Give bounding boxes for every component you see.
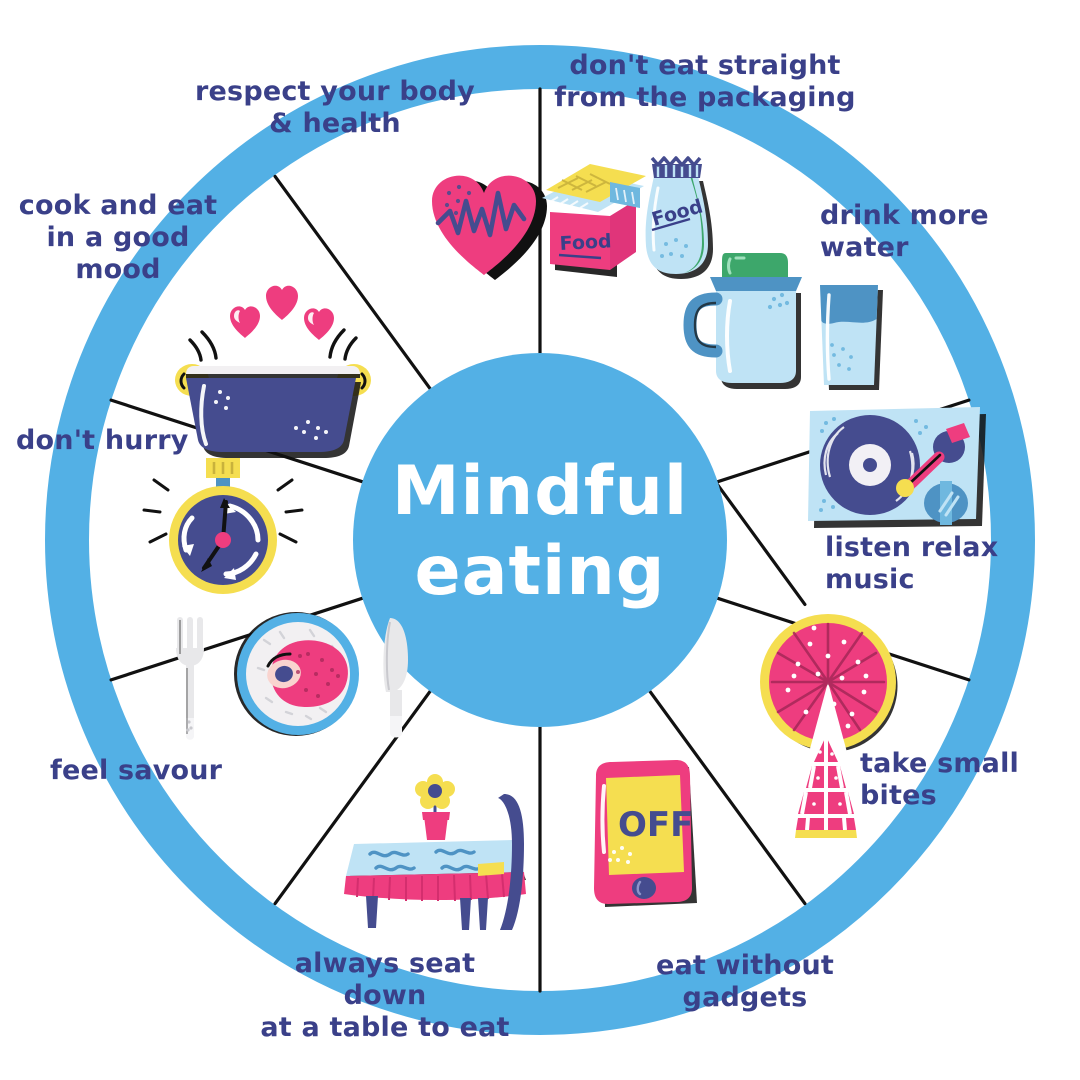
segment-label-bites: take small bites [860,748,1020,811]
phone-screen-text: OFF [618,805,693,845]
segment-label-music: listen relax music [825,532,999,595]
center-circle [353,353,727,727]
outer-ring [45,45,1035,1035]
food-packaging-icon: Food Food [542,156,713,279]
grapefruit-slices-icon [760,614,898,838]
segment-label-packaging: don't eat straight from the packaging [554,50,856,113]
cooking-pot-hearts-icon [175,285,371,458]
water-pitcher-icon [683,253,883,390]
segment-label-gadgets: eat without gadgets [655,950,835,1013]
segment-label-respect: respect your body & health [195,76,475,139]
segment-label-hurry: don't hurry [16,425,189,456]
food-box-text: Food [559,230,612,255]
segment-label-cook: cook and eat in a good mood [18,190,218,285]
steak-plate-icon [176,612,408,740]
heart-pulse-icon [432,175,547,280]
phone-off-icon: OFF [594,760,697,907]
stopwatch-icon [142,458,304,594]
segment-label-seat: always seat down at a table to eat [260,948,510,1043]
segment-label-savour: feel savour [50,755,223,786]
center-title: Mindful eating [391,452,689,612]
dining-table-icon [344,774,526,930]
record-player-icon [808,407,986,528]
segment-label-water: drink more water [820,200,989,263]
